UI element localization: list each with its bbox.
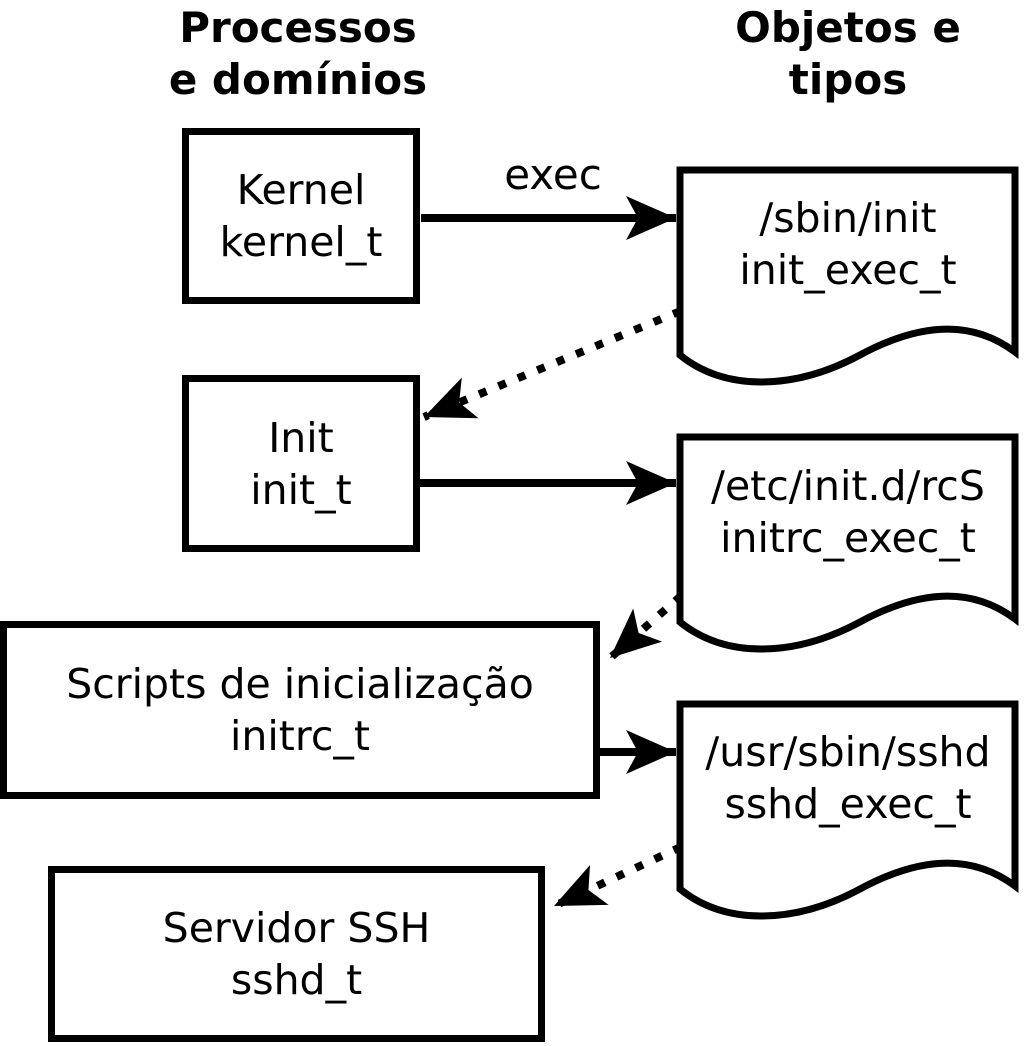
process-box-sshd: Servidor SSH sshd_t bbox=[48, 866, 545, 1042]
object-doc-sbin-init: /sbin/init init_exec_t bbox=[680, 192, 1016, 296]
column-header-objects: Objetos e tipos bbox=[680, 0, 1016, 106]
process-box-initrc: Scripts de inicialização initrc_t bbox=[0, 621, 600, 799]
process-domain: initrc_t bbox=[230, 712, 370, 760]
process-label: Init bbox=[268, 413, 334, 462]
process-label: Scripts de inicialização bbox=[66, 660, 534, 708]
header-processes-line1: Processos bbox=[179, 3, 417, 52]
process-label: Kernel bbox=[236, 166, 366, 214]
process-domain: kernel_t bbox=[219, 218, 383, 266]
document-shape-etc-initd-rcs bbox=[676, 433, 1019, 653]
exec-arrow-label: exec bbox=[504, 150, 602, 199]
transition-arrow-sshd bbox=[552, 834, 702, 910]
column-header-processes: Processos e domínios bbox=[108, 0, 488, 106]
process-box-init: Init init_t bbox=[182, 375, 420, 552]
object-type: initrc_exec_t bbox=[720, 514, 976, 562]
process-label: Servidor SSH bbox=[162, 904, 431, 952]
process-domain: sshd_t bbox=[230, 956, 363, 1004]
process-box-kernel: Kernel kernel_t bbox=[182, 128, 420, 304]
header-objects-line1: Objetos e bbox=[735, 3, 961, 52]
object-type: init_exec_t bbox=[739, 246, 957, 294]
object-doc-etc-initd-rcs: /etc/init.d/rcS initrc_exec_t bbox=[680, 460, 1016, 564]
document-shape-sbin-init bbox=[676, 166, 1019, 386]
header-objects-line2: tipos bbox=[788, 55, 908, 104]
transition-arrow-init bbox=[422, 299, 702, 421]
object-path: /usr/sbin/sshd bbox=[705, 728, 991, 776]
object-path: /etc/init.d/rcS bbox=[711, 462, 985, 510]
object-doc-usr-sbin-sshd: /usr/sbin/sshd sshd_exec_t bbox=[680, 726, 1016, 830]
process-domain: init_t bbox=[250, 465, 352, 514]
object-type: sshd_exec_t bbox=[724, 780, 972, 828]
document-shape-usr-sbin-sshd bbox=[676, 700, 1019, 920]
object-path: /sbin/init bbox=[759, 194, 937, 242]
header-processes-line2: e domínios bbox=[168, 55, 428, 104]
